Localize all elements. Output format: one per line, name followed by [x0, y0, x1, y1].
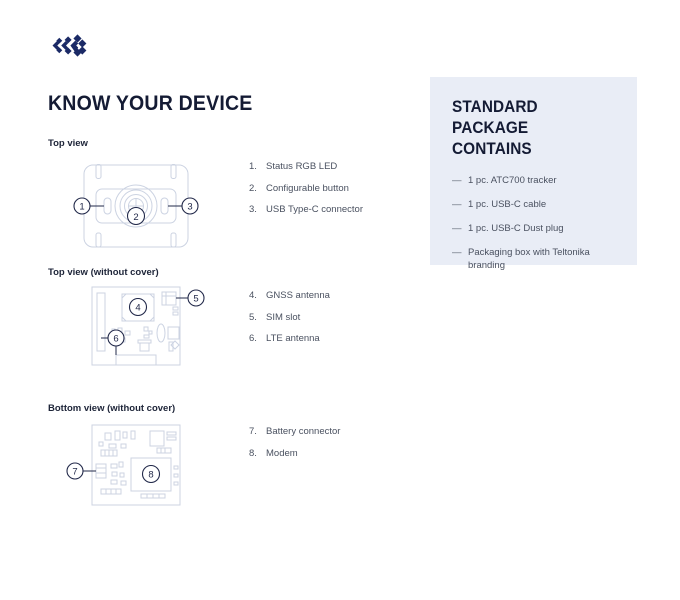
callout-4-label: 4	[135, 303, 140, 314]
component-list-bottom-view-without-cover: 7. Battery connector 8. Modem	[249, 425, 340, 468]
list-item-label: Configurable button	[266, 182, 349, 194]
component-list-top-view: 1. Status RGB LED 2. Configurable button…	[249, 160, 363, 225]
dash-icon: —	[452, 175, 462, 186]
list-item-number: 7.	[249, 426, 257, 437]
pcb-bottom-view-diagram: 7 8	[55, 420, 215, 515]
standard-package-title-line2: CONTAINS	[452, 140, 532, 158]
standard-package-list: — 1 pc. ATC700 tracker — 1 pc. USB-C cab…	[452, 174, 615, 272]
list-item-number: 2.	[249, 182, 257, 194]
section-heading-bottom-view-without-cover: Bottom view (without cover)	[48, 403, 176, 414]
callout-8-label: 8	[148, 470, 153, 481]
list-item: 3. USB Type-C connector	[249, 203, 363, 216]
component-list-top-view-without-cover: 4. GNSS antenna 5. SIM slot 6. LTE anten…	[249, 289, 330, 354]
callout-4: 4	[128, 297, 148, 317]
device-top-view-diagram: 1 2 3	[60, 155, 210, 255]
callout-7-label: 7	[72, 467, 77, 478]
callout-1: 1	[73, 197, 91, 215]
list-item-number: 6.	[249, 333, 257, 344]
list-item-label: GNSS antenna	[266, 290, 330, 301]
list-item: 4. GNSS antenna	[249, 289, 330, 302]
list-item-number: 8.	[249, 447, 257, 459]
package-item-label: 1 pc. USB-C Dust plug	[468, 223, 564, 234]
package-list-item: — 1 pc. USB-C cable	[452, 198, 615, 211]
list-item-label: USB Type-C connector	[266, 204, 363, 215]
list-item: 7. Battery connector	[249, 425, 340, 438]
list-item-label: SIM slot	[266, 311, 301, 323]
list-item-label: Modem	[266, 447, 298, 459]
package-list-item: — 1 pc. ATC700 tracker	[452, 174, 615, 187]
section-heading-top-view-without-cover: Top view (without cover)	[48, 267, 159, 278]
list-item-label: Status RGB LED	[266, 161, 338, 172]
callout-7: 7	[66, 462, 84, 480]
dash-icon: —	[452, 247, 462, 258]
callout-6: 6	[107, 329, 125, 347]
pcb-top-view-illustration: 4 5 6	[91, 286, 205, 366]
standard-package-panel: STANDARD PACKAGE CONTAINS — 1 pc. ATC700…	[430, 77, 637, 271]
list-item-label: Battery connector	[266, 426, 341, 437]
callout-2-label: 2	[133, 212, 138, 223]
list-item-number: 3.	[249, 204, 257, 215]
package-list-item: — Packaging box with Teltonika branding	[452, 246, 615, 272]
package-item-label: Packaging box with Teltonika branding	[468, 247, 590, 271]
list-item: 1. Status RGB LED	[249, 160, 363, 173]
callout-5: 5	[187, 289, 205, 307]
pcb-top-view-diagram: 4 5 6	[60, 283, 210, 373]
package-item-label: 1 pc. USB-C cable	[468, 199, 547, 210]
teltonika-logo	[48, 32, 88, 62]
device-top-view-illustration: 1 2 3	[73, 164, 199, 248]
standard-package-title-line1: STANDARD PACKAGE	[452, 98, 538, 137]
callout-1-label: 1	[79, 202, 84, 213]
package-list-item: — 1 pc. USB-C Dust plug	[452, 222, 615, 235]
dash-icon: —	[452, 223, 462, 234]
page-title: KNOW YOUR DEVICE	[48, 92, 253, 115]
callout-6-label: 6	[113, 334, 118, 345]
pcb-bottom-view-illustration: 7 8	[66, 424, 181, 506]
callout-8: 8	[141, 464, 161, 484]
standard-package-title: STANDARD PACKAGE CONTAINS	[452, 97, 604, 160]
callout-3: 3	[181, 197, 199, 215]
list-item: 5. SIM slot	[249, 311, 330, 324]
list-item-number: 1.	[249, 161, 257, 172]
package-item-label: 1 pc. ATC700 tracker	[468, 175, 557, 186]
callout-3-label: 3	[187, 202, 192, 213]
section-heading-top-view: Top view	[48, 138, 88, 149]
list-item-number: 5.	[249, 311, 257, 323]
list-item: 6. LTE antenna	[249, 332, 330, 345]
list-item: 2. Configurable button	[249, 182, 363, 195]
dash-icon: —	[452, 199, 462, 210]
logo-chevrons-icon	[52, 34, 87, 57]
callout-2: 2	[126, 206, 146, 226]
callout-5-label: 5	[193, 294, 198, 305]
list-item-number: 4.	[249, 290, 257, 301]
list-item-label: LTE antenna	[266, 333, 320, 344]
list-item: 8. Modem	[249, 447, 340, 460]
